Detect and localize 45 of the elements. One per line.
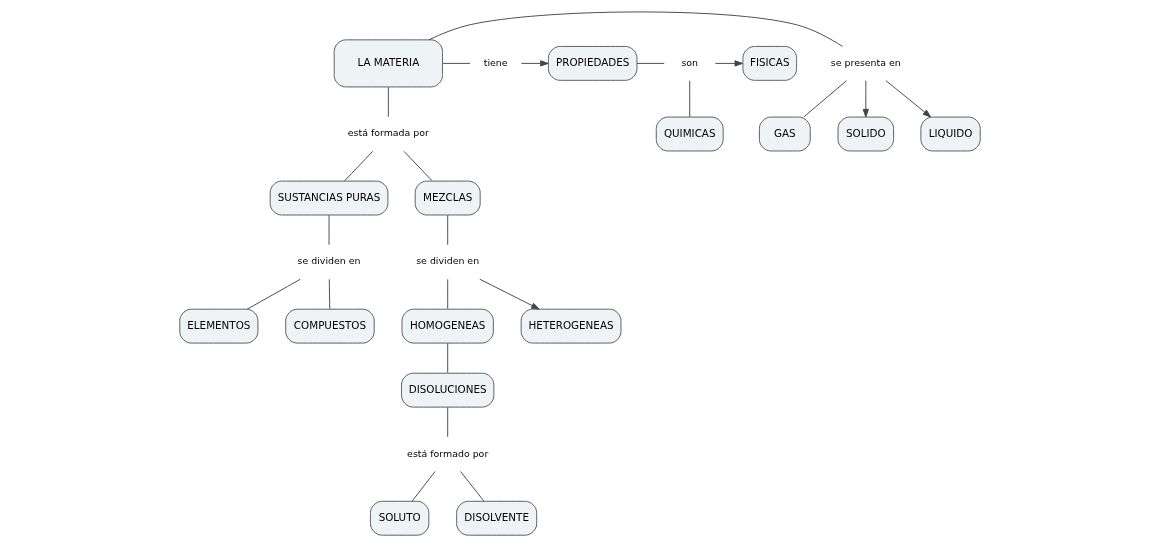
node-box: DISOLUCIONES — [400, 372, 494, 408]
connector — [402, 150, 432, 182]
node-box: HOMOGENEAS — [401, 308, 494, 344]
arrow — [478, 278, 540, 310]
node-box: ELEMENTOS — [178, 308, 258, 344]
node-text: está formado por — [406, 447, 488, 459]
connector — [459, 471, 484, 502]
connector — [328, 214, 329, 246]
connector — [802, 80, 847, 118]
arrow — [714, 60, 743, 67]
node-box: MEZCLAS — [414, 180, 481, 216]
node-box: SOLIDO — [837, 116, 894, 152]
arrow — [520, 60, 549, 67]
connector — [411, 471, 436, 502]
node-box: SUSTANCIAS PURAS — [269, 180, 388, 216]
node-box: GAS — [758, 116, 811, 152]
node-box: FISICAS — [741, 45, 797, 81]
node-box: LIQUIDO — [919, 116, 981, 152]
connector — [446, 214, 448, 246]
node-box: PROPIEDADES — [547, 45, 637, 81]
node-box: COMPUESTOS — [284, 308, 375, 344]
connector — [441, 62, 471, 64]
arrow — [884, 80, 931, 118]
connector — [446, 342, 448, 374]
node-box: HETEROGENEAS — [520, 308, 621, 344]
node-box: DISOLVENTE — [455, 500, 537, 536]
node-text: tiene — [483, 56, 508, 68]
connector — [446, 406, 448, 438]
node-text: se dividen en — [297, 255, 360, 267]
node-text: se presenta en — [830, 56, 901, 68]
node-text: son — [680, 56, 698, 68]
connector — [446, 278, 448, 310]
connector — [343, 150, 373, 182]
connector — [688, 80, 690, 118]
connector — [328, 278, 330, 310]
connector — [427, 11, 843, 47]
node-text: está formada por — [347, 127, 429, 139]
node-text: se dividen en — [415, 255, 479, 267]
connector — [387, 86, 389, 118]
connector — [246, 278, 301, 310]
arrow — [862, 80, 869, 118]
node-box: LA MATERIA — [333, 39, 443, 88]
node-box: QUIMICAS — [655, 116, 724, 152]
connector — [636, 62, 665, 64]
node-box: SOLUTO — [369, 500, 429, 536]
